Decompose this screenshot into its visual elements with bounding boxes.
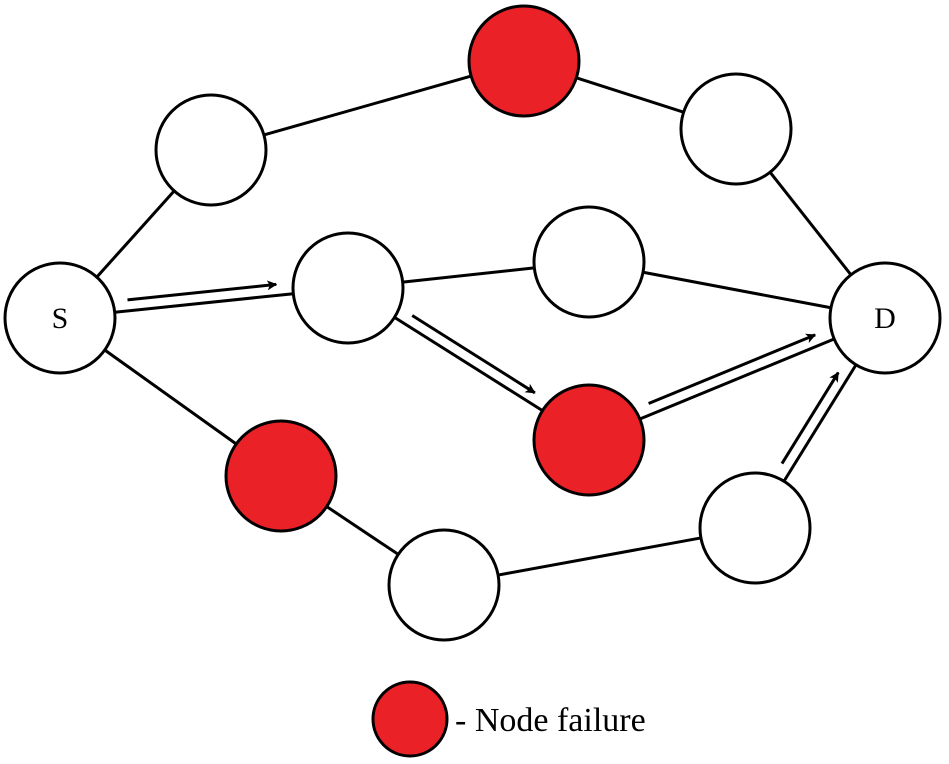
edge-bottom-right-to-destination (782, 363, 858, 483)
edge-bottom-left-to-bottom-center (325, 505, 400, 556)
node-circle-bottom-center (387, 528, 501, 642)
node-mid-lower (532, 383, 646, 497)
node-label-destination: D (874, 302, 896, 335)
routing-arrow-mid-left-to-mid-lower (411, 314, 536, 395)
legend-label: - Node failure (455, 702, 646, 739)
edge-mid-lower-to-destination (639, 337, 835, 421)
node-bottom-center (387, 528, 501, 642)
node-circle-source (3, 261, 117, 375)
edge-top-center-to-top-right (575, 76, 685, 114)
edges-layer (95, 74, 858, 577)
routing-arrow-mid-lower-to-destination (648, 333, 817, 405)
node-circle-bottom-right (698, 471, 812, 585)
node-top-right (679, 72, 793, 186)
edge-mid-left-to-mid-lower (393, 316, 544, 412)
edge-bottom-center-to-bottom-right (497, 536, 702, 577)
edge-mid-upper-to-destination (642, 270, 832, 310)
node-mid-left (291, 231, 405, 345)
edge-source-to-mid-left (114, 292, 294, 314)
node-label-source: S (52, 302, 69, 335)
node-circle-bottom-left (224, 419, 338, 533)
node-circle-mid-left (291, 231, 405, 345)
routing-arrows-layer (127, 280, 840, 465)
routing-arrow-source-to-mid-left (127, 280, 278, 302)
node-top-left (154, 93, 268, 207)
node-top-center (467, 4, 581, 118)
node-destination: D (828, 261, 942, 375)
node-circle-top-right (679, 72, 793, 186)
edge-top-left-to-top-center (263, 74, 472, 137)
legend: - Node failure (371, 680, 646, 758)
node-circle-top-center (467, 4, 581, 118)
routing-arrow-bottom-right-to-destination (780, 371, 840, 465)
node-circle-mid-upper (532, 205, 646, 319)
node-source: S (3, 261, 117, 375)
node-bottom-right (698, 471, 812, 585)
legend-failed-node-swatch (371, 680, 449, 758)
node-bottom-left (224, 419, 338, 533)
edge-source-to-top-left (95, 189, 176, 279)
node-circle-top-left (154, 93, 268, 207)
edge-top-right-to-destination (768, 171, 853, 276)
edge-source-to-bottom-left (103, 348, 238, 446)
node-circle-mid-lower (532, 383, 646, 497)
node-mid-upper (532, 205, 646, 319)
edge-mid-left-to-mid-upper (402, 266, 535, 284)
node-circle-destination (828, 261, 942, 375)
